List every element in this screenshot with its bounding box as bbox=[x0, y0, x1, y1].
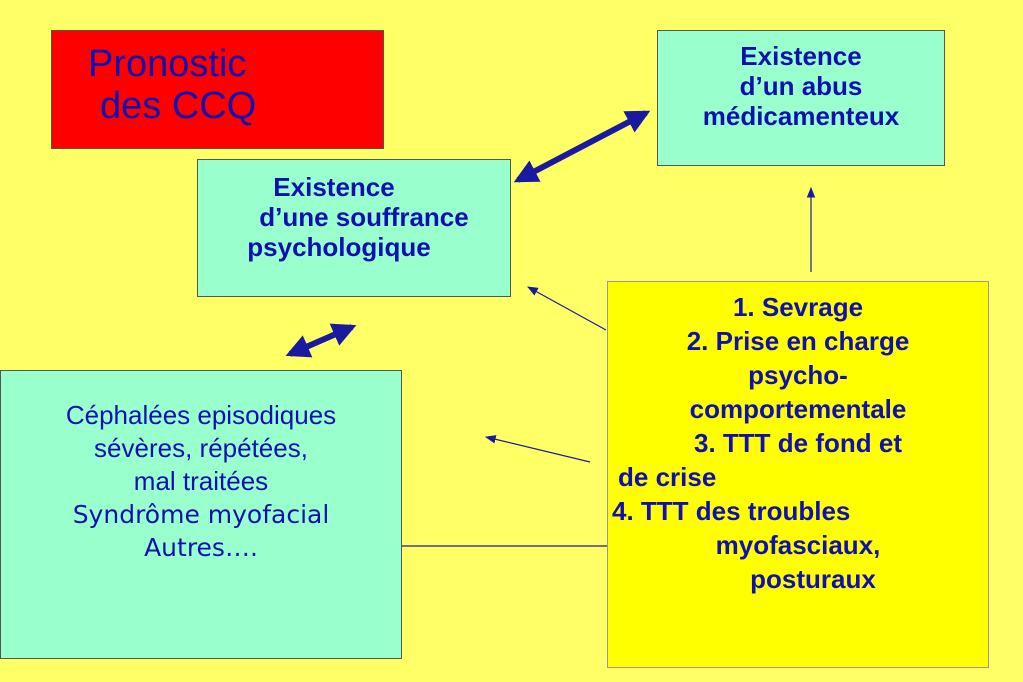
traitement-line-8: myofasciaux, bbox=[715, 530, 881, 560]
traitement-line-7: 4. TTT des troubles bbox=[612, 496, 851, 526]
traitement-line-9: posturaux bbox=[750, 564, 876, 594]
double-arrow-cephalees-souffrance bbox=[285, 323, 357, 358]
abus-medicamenteux-box: Existence d’un abus médicamenteux bbox=[657, 30, 945, 166]
title-line-1: Pronostic bbox=[88, 43, 247, 85]
cephalees-box: Céphalées episodiques sévères, répétées,… bbox=[0, 370, 402, 659]
souffrance-line-3: psychologique bbox=[247, 232, 431, 262]
abus-line-3: médicamenteux bbox=[702, 101, 900, 131]
arrow-traitement-to-souffrance bbox=[527, 286, 607, 331]
double-arrow-souffrance-abus bbox=[513, 110, 651, 183]
souffrance-psychologique-box: Existence d’une souffrance psychologique bbox=[197, 159, 511, 297]
cephalees-line-1: Céphalées episodiques bbox=[65, 400, 337, 430]
traitement-line-4: comportementale bbox=[689, 394, 907, 424]
cephalees-line-3: mal traitées bbox=[133, 466, 269, 496]
souffrance-line-1: Existence bbox=[273, 172, 395, 202]
traitement-line-1: 1. Sevrage bbox=[732, 292, 864, 322]
souffrance-line-2: d’une souffrance bbox=[259, 202, 469, 232]
traitement-line-6: de crise bbox=[618, 462, 717, 492]
traitement-line-3: psycho- bbox=[748, 360, 848, 390]
traitement-line-2: 2. Prise en charge bbox=[686, 326, 910, 356]
abus-line-2: d’un abus bbox=[739, 71, 863, 101]
cephalees-line-2: sévères, répétées, bbox=[94, 433, 308, 463]
abus-line-1: Existence bbox=[740, 41, 862, 71]
cephalees-line-5: Autres…. bbox=[144, 533, 258, 562]
cephalees-line-4: Syndrôme myofacial bbox=[72, 500, 330, 529]
title-box: Pronostic des CCQ bbox=[51, 30, 384, 149]
arrow-traitement-to-cephalees bbox=[484, 435, 591, 463]
title-line-2: des CCQ bbox=[100, 85, 257, 127]
traitement-box: 1. Sevrage 2. Prise en charge psycho- co… bbox=[607, 281, 989, 668]
traitement-line-5: 3. TTT de fond et bbox=[694, 428, 902, 458]
